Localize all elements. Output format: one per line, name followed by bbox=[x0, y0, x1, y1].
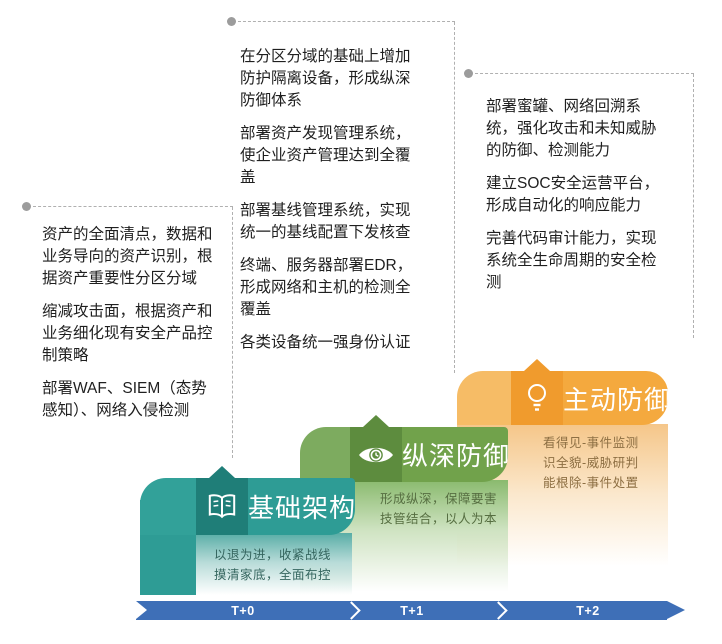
timeline-arrow-head bbox=[667, 601, 685, 619]
connector-right-line-phase1 bbox=[232, 207, 233, 458]
banner-subtitle-phase1: 以退为进，收紧战线 摸清家底，全面布控 bbox=[214, 545, 331, 585]
banner-pointer-phase1 bbox=[209, 466, 235, 478]
banner-subtitle-phase3: 看得见-事件监测 识全貌-威胁研判 能根除-事件处置 bbox=[543, 433, 639, 493]
banner-title-phase3: 主动防御 bbox=[563, 371, 668, 425]
connector-dot-phase2 bbox=[227, 17, 236, 26]
connector-top-line-phase2 bbox=[238, 21, 455, 22]
lightbulb-icon bbox=[528, 384, 546, 411]
note-paragraph: 部署WAF、SIEM（态势感知）、网络入侵检测 bbox=[42, 380, 207, 419]
connector-right-line-phase2 bbox=[454, 22, 455, 373]
connector-dot-phase1 bbox=[22, 202, 31, 211]
note-paragraph: 资产的全面清点，数据和业务导向的资产识别，根据资产重要性分区分域 bbox=[42, 226, 213, 287]
banner-header-phase2: 纵深防御 bbox=[300, 427, 508, 482]
subtitle-line: 以退为进，收紧战线 bbox=[214, 548, 332, 562]
connector-right-line-phase3 bbox=[693, 74, 694, 338]
connector-dot-phase3 bbox=[464, 69, 473, 78]
note-paragraph: 建立SOC安全运营平台，形成自动化的响应能力 bbox=[486, 175, 660, 214]
timeline-left-notch bbox=[136, 601, 147, 619]
header-icon-box bbox=[350, 427, 402, 482]
note-block-phase3: 部署蜜罐、网络回溯系统，强化攻击和未知威胁的防御、检测能力 建立SOC安全运营平… bbox=[486, 96, 664, 305]
header-icon-box bbox=[196, 478, 248, 535]
subtitle-line: 形成纵深，保障要害 bbox=[380, 492, 498, 506]
banner-subtitle-phase2: 形成纵深，保障要害 技管结合，以人为本 bbox=[380, 489, 497, 529]
note-paragraph: 部署资产发现管理系统，使企业资产管理达到全覆盖 bbox=[240, 125, 411, 186]
timeline-label-t1: T+1 bbox=[400, 604, 424, 618]
connector-top-line-phase1 bbox=[33, 206, 233, 207]
note-paragraph: 各类设备统一强身份认证 bbox=[240, 334, 411, 351]
subtitle-line: 技管结合，以人为本 bbox=[380, 512, 498, 526]
banner-header-phase1: 基础架构 bbox=[140, 478, 355, 535]
timeline-label-t2: T+2 bbox=[576, 604, 600, 618]
banner-pointer-phase2 bbox=[363, 415, 389, 427]
banner-header-phase3: 主动防御 bbox=[457, 371, 668, 425]
timeline-bar bbox=[136, 601, 667, 620]
header-band bbox=[457, 371, 511, 425]
subtitle-line: 识全貌-威胁研判 bbox=[543, 456, 639, 470]
banner-title-phase2: 纵深防御 bbox=[402, 427, 508, 482]
open-book-icon bbox=[208, 494, 236, 519]
connector-top-line-phase3 bbox=[475, 73, 694, 74]
banner-title-phase1: 基础架构 bbox=[248, 478, 355, 535]
note-paragraph: 部署基线管理系统，实现统一的基线配置下发核查 bbox=[240, 202, 411, 241]
note-block-phase1: 资产的全面清点，数据和业务导向的资产识别，根据资产重要性分区分域 缩减攻击面，根… bbox=[42, 224, 220, 433]
note-block-phase2: 在分区分域的基础上增加防护隔离设备，形成纵深防御体系 部署资产发现管理系统，使企… bbox=[240, 46, 418, 365]
header-icon-box bbox=[511, 371, 563, 425]
header-band bbox=[300, 427, 350, 482]
eye-icon bbox=[359, 447, 393, 462]
note-paragraph: 部署蜜罐、网络回溯系统，强化攻击和未知威胁的防御、检测能力 bbox=[486, 98, 657, 159]
header-band bbox=[140, 478, 196, 535]
banner-pointer-phase3 bbox=[524, 359, 550, 371]
subtitle-line: 看得见-事件监测 bbox=[543, 436, 639, 450]
note-paragraph: 完善代码审计能力，实现系统全生命周期的安全检测 bbox=[486, 230, 657, 291]
note-paragraph: 在分区分域的基础上增加防护隔离设备，形成纵深防御体系 bbox=[240, 48, 411, 109]
note-paragraph: 缩减攻击面，根据资产和业务细化现有安全产品控制策略 bbox=[42, 303, 213, 364]
subtitle-line: 能根除-事件处置 bbox=[543, 476, 639, 490]
subtitle-line: 摸清家底，全面布控 bbox=[214, 568, 332, 582]
banner-body-phase1: 以退为进，收紧战线 摸清家底，全面布控 bbox=[196, 533, 352, 595]
note-paragraph: 终端、服务器部署EDR，形成网络和主机的检测全覆盖 bbox=[240, 257, 413, 318]
timeline-label-t0: T+0 bbox=[231, 604, 255, 618]
